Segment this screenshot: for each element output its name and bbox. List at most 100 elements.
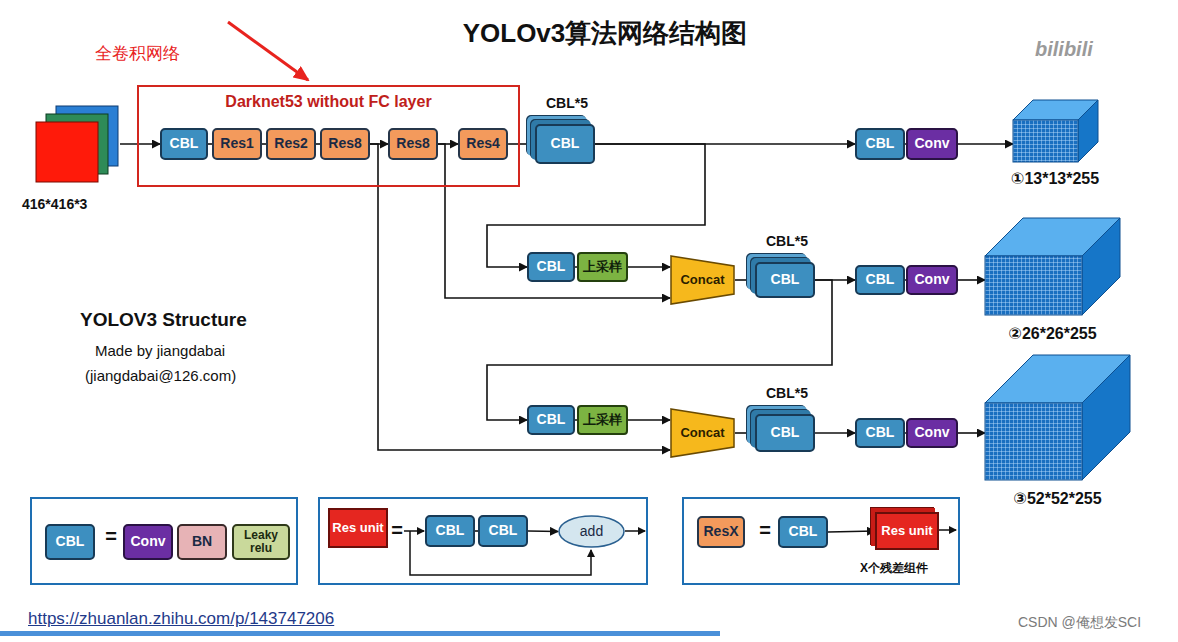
cbl-block: CBL — [855, 418, 905, 448]
node-heading: CBL*5 — [747, 234, 827, 249]
output-tensor: ③52*52*255 — [985, 355, 1130, 480]
author-email: (jiangdabai@126.com) — [85, 367, 236, 384]
node-label: CBL — [551, 136, 580, 151]
node-label: CBL — [866, 136, 895, 151]
concat-block: Concat — [670, 255, 735, 305]
node-heading: CBL*5 — [527, 96, 607, 111]
output-tensor: ①13*13*255 — [1013, 100, 1098, 162]
node-label: Conv — [915, 425, 950, 440]
node-label: Res8 — [328, 136, 361, 151]
res-block: Res8 — [320, 128, 370, 160]
node-label: add — [580, 524, 603, 539]
cbl-block: CBL — [778, 516, 828, 548]
node-label: BN — [192, 534, 212, 549]
structure-heading: YOLOV3 Structure — [80, 309, 247, 331]
cbl-block: CBL — [527, 405, 575, 435]
connector — [370, 144, 670, 450]
node-label: CBL — [866, 272, 895, 287]
node-heading: = — [386, 519, 408, 541]
upsample-block: 上采样 — [577, 252, 628, 282]
output-tensor: ②26*26*255 — [985, 218, 1120, 315]
conv-block: Conv — [906, 418, 958, 448]
node-label: CBL — [489, 523, 518, 538]
node-label: CBL — [789, 524, 818, 539]
connector — [487, 280, 832, 420]
add-node: add — [558, 515, 625, 548]
node-label: Conv — [131, 534, 166, 549]
output-arrow — [938, 529, 956, 531]
res-block: Res1 — [212, 128, 262, 160]
cbl-block: CBL — [45, 524, 95, 560]
cbl-block: CBL — [527, 252, 575, 282]
progress-bar — [0, 631, 720, 636]
cbl-block: CBL — [425, 515, 475, 547]
res-block: Res8 — [388, 128, 438, 160]
concat-block: Concat — [670, 408, 735, 458]
connector — [735, 279, 755, 281]
legend-frame: =CBLConvBNLeaky relu — [30, 497, 298, 585]
output-arrow — [625, 530, 645, 532]
node-label: Res4 — [466, 136, 499, 151]
callout-arrow — [228, 22, 308, 80]
node-heading: ②26*26*255 — [960, 325, 1145, 343]
shape-outline — [985, 355, 1130, 480]
node-label: Res8 — [396, 136, 429, 151]
res-block: Res2 — [266, 128, 316, 160]
cbl-stack: CBL*5CBL — [755, 262, 815, 298]
node-heading: Darknet53 without FC layer — [139, 93, 518, 111]
input-image: 416*416*3 — [35, 105, 120, 183]
conv-block: Conv — [906, 265, 958, 295]
node-heading: CBL*5 — [747, 386, 827, 401]
node-label: CBL — [170, 136, 199, 151]
node-label: 上采样 — [583, 260, 622, 274]
node-heading: ①13*13*255 — [965, 170, 1145, 188]
connector — [958, 279, 985, 281]
node-heading: ③52*52*255 — [965, 490, 1150, 508]
node-label: Res1 — [220, 136, 253, 151]
connector — [735, 432, 755, 434]
node-label: Leaky relu — [234, 529, 288, 555]
node-label: CBL — [436, 523, 465, 538]
legend-frame: =X个残差组件ResXCBLRes unit — [682, 497, 960, 585]
node-label: Res2 — [274, 136, 307, 151]
upsample-block: 上采样 — [577, 405, 628, 435]
node-label: 上采样 — [583, 413, 622, 427]
node-label: Conv — [915, 136, 950, 151]
node-label: Concat — [680, 426, 724, 440]
res-block: Res4 — [458, 128, 508, 160]
backbone-frame: Darknet53 without FC layerCBL Res1 Res2 Res… — [137, 85, 520, 187]
bn-block: BN — [177, 524, 227, 560]
source-url: https://zhuanlan.zhihu.com/p/143747206 — [28, 609, 334, 629]
connector — [815, 432, 855, 434]
res-block: ResX — [697, 516, 745, 548]
cbl-stack: CBL*5CBL — [755, 414, 815, 452]
node-heading: X个残差组件 — [834, 562, 954, 575]
connector — [120, 143, 160, 145]
node-label: CBL — [537, 412, 566, 427]
res-unit-stack: Res unit — [875, 512, 939, 550]
node-label: Conv — [915, 272, 950, 287]
node-label: Res unit — [881, 524, 932, 538]
conv-block: Conv — [123, 524, 173, 560]
res-unit-block: Res unit — [328, 508, 388, 548]
connector — [628, 419, 670, 421]
shape-outline — [1013, 100, 1098, 162]
node-label: CBL — [56, 534, 85, 549]
connector — [528, 530, 558, 532]
cbl-stack: CBL*5CBL — [535, 124, 595, 164]
node-label: CBL — [771, 425, 800, 440]
connector — [628, 266, 670, 268]
shape-outline — [35, 105, 120, 183]
input-arrow — [404, 530, 424, 532]
activation-block: Leaky relu — [232, 524, 290, 560]
cbl-block: CBL — [855, 128, 905, 160]
cbl-block: CBL — [478, 515, 528, 547]
cbl-block: CBL — [855, 265, 905, 295]
legend-frame: =Res unit CBL CBL add — [318, 497, 648, 585]
shape-outline — [985, 218, 1120, 315]
node-label: ResX — [703, 524, 738, 539]
node-label: Concat — [680, 273, 724, 287]
diagram-title: YOLOv3算法网络结构图 — [380, 16, 830, 51]
node-label: Res unit — [332, 521, 383, 535]
watermark: bilibili — [1035, 38, 1093, 61]
